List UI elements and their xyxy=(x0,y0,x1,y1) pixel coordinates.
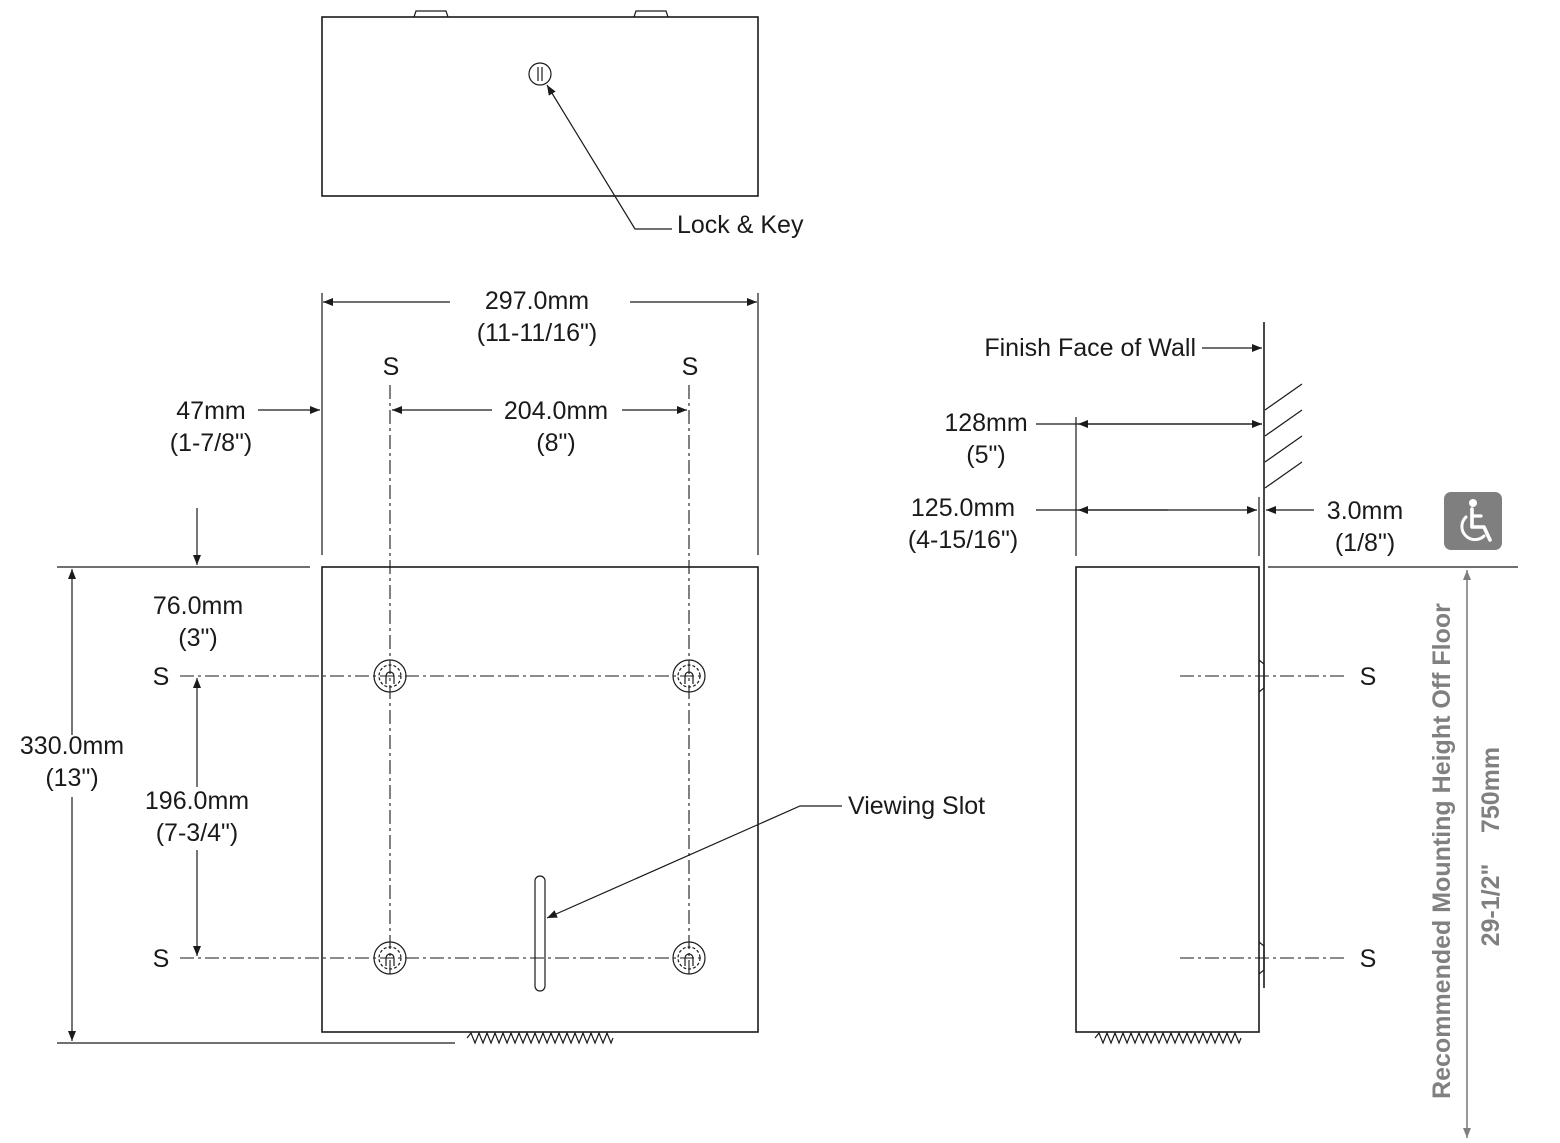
screw-mark: S xyxy=(1360,945,1377,973)
front-view-outline xyxy=(321,566,759,1033)
hinge-tab-right xyxy=(633,10,669,18)
viewing-slot xyxy=(534,875,546,992)
mount-height-in: 29-1/2" xyxy=(1477,864,1505,947)
viewing-slot-label: Viewing Slot xyxy=(848,792,985,820)
screw-mark: S xyxy=(1360,663,1377,691)
dim-depth-body-mm: 125.0mm xyxy=(911,494,1015,522)
dim-depth-total-in: (5") xyxy=(966,441,1005,469)
screw-mark: S xyxy=(682,353,699,381)
wall-hatch xyxy=(1264,383,1303,489)
front-view: Viewing Slot 297.0mm (11-11/16") S S S S… xyxy=(20,287,985,1045)
mount-height-mm: 750mm xyxy=(1477,747,1505,833)
dim-offset-mm: 47mm xyxy=(176,397,245,425)
screw-mark: S xyxy=(153,945,170,973)
top-view-outline xyxy=(321,16,759,197)
dim-depth-body-in: (4-15/16") xyxy=(908,526,1018,554)
keyhole-slot-icon xyxy=(672,659,706,693)
hinge-tab-left xyxy=(413,10,449,18)
dim-top-screw-in: (3") xyxy=(178,624,217,652)
dim-span-in: (8") xyxy=(536,429,575,457)
dim-width-mm: 297.0mm xyxy=(485,287,589,315)
dim-height-in: (13") xyxy=(45,764,98,792)
side-view-outline xyxy=(1075,566,1260,1033)
finish-face-label: Finish Face of Wall xyxy=(984,334,1196,362)
dim-depth-total-mm: 128mm xyxy=(944,409,1027,437)
dim-vspan-mm: 196.0mm xyxy=(145,787,249,815)
lock-icon xyxy=(528,62,552,86)
mount-height-label: Recommended Mounting Height Off Floor xyxy=(1428,603,1456,1099)
wheelchair-accessibility-icon xyxy=(1444,492,1502,550)
keyhole-slot-icon xyxy=(672,941,706,975)
dim-width-in: (11-11/16") xyxy=(477,319,598,347)
screw-mark: S xyxy=(383,353,400,381)
keyhole-slot-icon xyxy=(373,941,407,975)
top-view: Lock & Key xyxy=(321,10,804,239)
serrated-edge-side xyxy=(1094,1031,1242,1045)
dim-top-screw-mm: 76.0mm xyxy=(153,592,243,620)
lock-leader xyxy=(546,84,672,230)
dim-height-mm: 330.0mm xyxy=(20,732,124,760)
dim-flange-in: (1/8") xyxy=(1335,529,1395,557)
dim-vspan-in: (7-3/4") xyxy=(156,819,239,847)
serrated-edge-front xyxy=(466,1031,614,1045)
dim-span-mm: 204.0mm xyxy=(504,397,608,425)
dim-offset-in: (1-7/8") xyxy=(170,429,253,457)
dim-flange-mm: 3.0mm xyxy=(1327,497,1403,525)
keyhole-slot-icon xyxy=(373,659,407,693)
lock-key-label: Lock & Key xyxy=(677,211,804,239)
viewing-slot-leader xyxy=(546,805,842,919)
side-view: S S Finish Face of Wall 128mm (5") 125.0… xyxy=(908,322,1518,1138)
screw-mark: S xyxy=(153,663,170,691)
